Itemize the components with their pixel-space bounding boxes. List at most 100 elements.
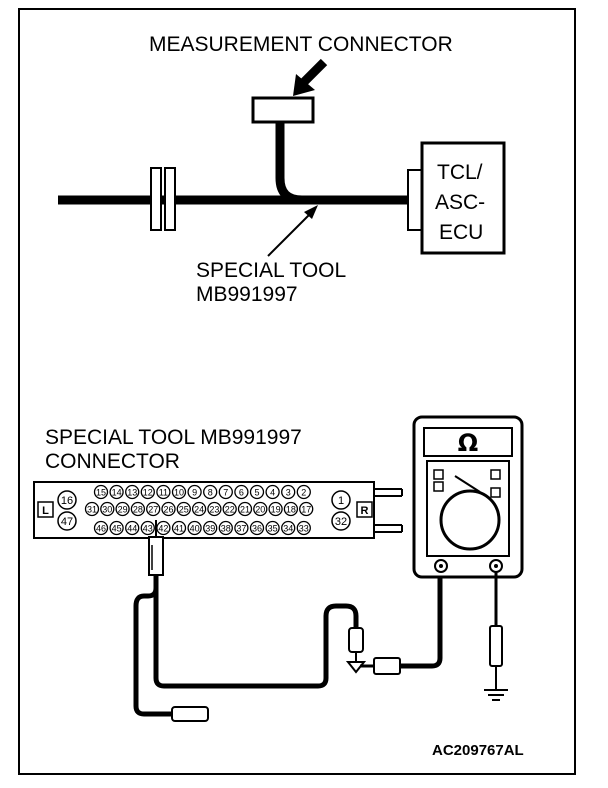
connector-pin [171, 484, 187, 500]
pin-label: 17 [301, 505, 311, 515]
pin-label: 31 [87, 505, 97, 515]
pin-label: 34 [283, 524, 293, 534]
special-tool-leader [267, 211, 313, 257]
alligator-clip [348, 627, 364, 653]
pin-label: 45 [112, 524, 122, 534]
pin-label: 16 [61, 495, 73, 507]
measurement-connector-label: MEASUREMENT CONNECTOR [149, 33, 453, 56]
connector-pin [109, 484, 124, 500]
connector-pin [140, 520, 155, 536]
connector-pin [203, 484, 218, 500]
connector-pin [146, 501, 161, 517]
pin-label: 35 [268, 524, 278, 534]
figure-frame [18, 8, 576, 775]
pin-label: 47 [61, 516, 73, 528]
pin-label: 38 [221, 524, 231, 534]
connector-pin [218, 484, 233, 500]
connector-pin [187, 484, 202, 500]
pin-label: 40 [190, 524, 200, 534]
right-marker: R [361, 505, 369, 517]
pin-label: 11 [159, 488, 168, 498]
connector-pin [171, 520, 187, 536]
connector-pin [281, 520, 296, 536]
pin-label: 46 [96, 524, 106, 534]
pin-label: 32 [335, 516, 347, 528]
meter-lead-plus [400, 566, 443, 669]
ecu-box [420, 141, 506, 255]
pin-label: 27 [148, 505, 158, 515]
connector-pin [125, 484, 140, 500]
connector-pin [115, 501, 130, 517]
connector-pin [156, 484, 171, 500]
special-tool-label-line2: MB991997 [196, 283, 298, 306]
right-marker-box [356, 501, 373, 518]
connector-pin [207, 501, 222, 517]
connector-pin [176, 501, 191, 517]
pin-label: 15 [96, 488, 106, 498]
connector-pin [125, 520, 140, 536]
connector-pin [268, 501, 283, 517]
pin-label: 8 [208, 488, 213, 498]
ohm-symbol: Ω [458, 429, 478, 457]
arrow-icon [293, 58, 328, 96]
ohmmeter-display [423, 427, 513, 457]
pin-label: 42 [158, 524, 168, 534]
pin-label: 18 [286, 505, 296, 515]
ecu-label-line1: TCL/ [437, 161, 483, 184]
connector-pin [237, 501, 253, 517]
connector-pin [93, 520, 109, 536]
pin-label: 10 [174, 488, 184, 498]
connector-pin [161, 501, 176, 517]
connector-pin [281, 484, 296, 500]
connector-pin [100, 501, 115, 517]
pin-label: 9 [192, 488, 197, 498]
connector-pin [84, 501, 100, 517]
pin-label: 44 [127, 524, 137, 534]
pin-label: 39 [205, 524, 215, 534]
selector-dial [439, 489, 501, 551]
connector-pin [265, 484, 280, 500]
pin-label: 2 [301, 488, 306, 498]
measurement-connector [251, 96, 315, 124]
pin-label: 1 [338, 495, 344, 507]
pin-label: 14 [112, 488, 122, 498]
ecu-connector [407, 169, 423, 231]
branch-wire [275, 120, 303, 205]
pin-label: 23 [209, 505, 219, 515]
meter-plug [373, 657, 401, 675]
pin-label: 7 [223, 488, 228, 498]
connector-pin [234, 484, 249, 500]
pin-label: 20 [255, 505, 265, 515]
pin-label: 6 [239, 488, 244, 498]
pin-label: 22 [225, 505, 235, 515]
connector-pin [109, 520, 124, 536]
connector-pin [203, 520, 218, 536]
ground-probe [489, 625, 503, 667]
pin-label: 12 [143, 488, 153, 498]
ecu-label-line3: ECU [439, 221, 484, 244]
pin-label: 37 [236, 524, 246, 534]
pin-label: 25 [179, 505, 189, 515]
figure-code: AC209767AL [432, 742, 524, 759]
pin-label: 29 [118, 505, 128, 515]
probe-lead-b [153, 588, 359, 689]
arrow-head [304, 205, 318, 219]
pin-label: 5 [254, 488, 259, 498]
ecu-label-line2: ASC- [435, 191, 486, 214]
probe-body [148, 536, 164, 576]
pin-label: 21 [240, 505, 250, 515]
connector-pin [265, 520, 280, 536]
connector-pin [234, 520, 249, 536]
inline-connector-right [164, 167, 176, 231]
connector-pin [299, 501, 314, 517]
connector-pin [249, 520, 265, 536]
pin-label: 19 [271, 505, 281, 515]
pin-label: 43 [143, 524, 153, 534]
pin-label: 41 [174, 524, 184, 534]
connector-pin [222, 501, 237, 517]
pin-label: 4 [270, 488, 275, 498]
connector-pin [249, 484, 265, 500]
connector-title-line2: CONNECTOR [45, 450, 180, 473]
